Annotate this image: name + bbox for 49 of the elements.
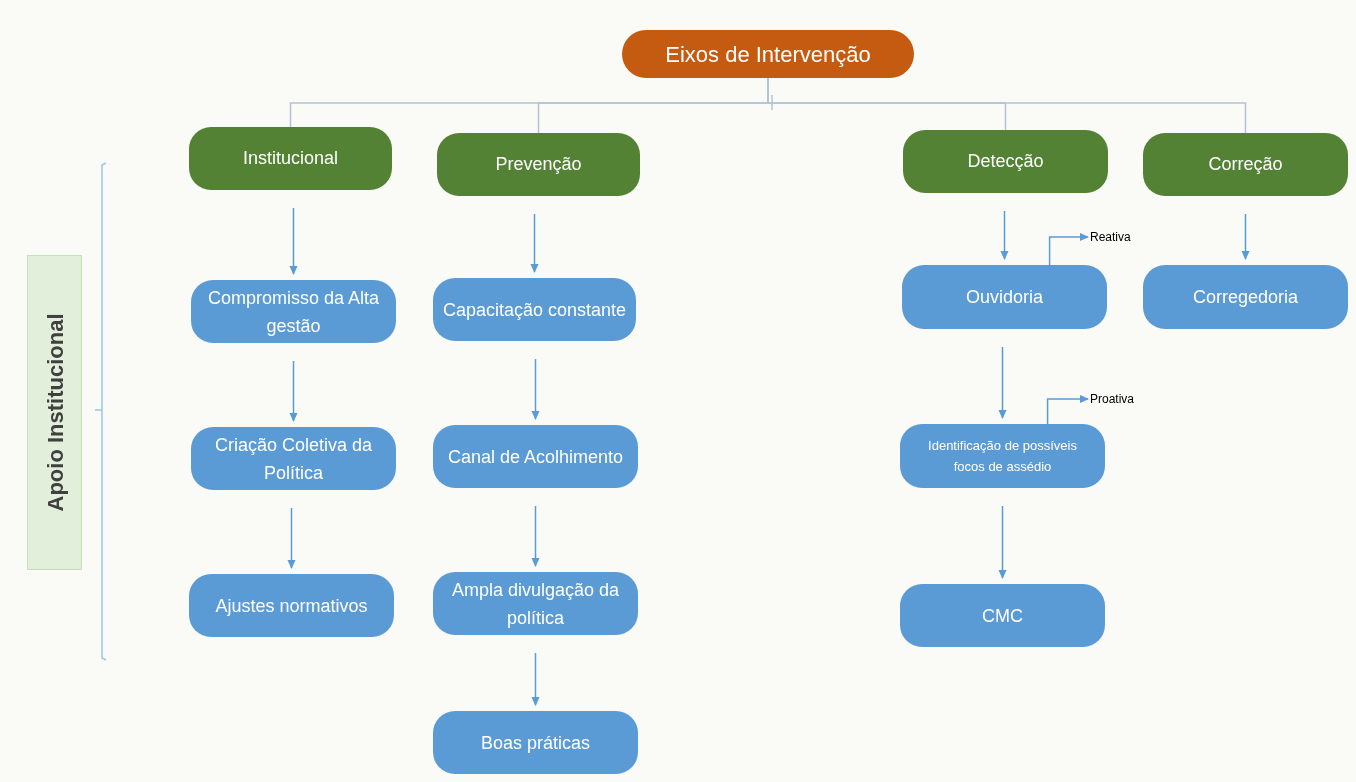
arrow [998, 346, 1007, 419]
node-label: Correção [1208, 153, 1283, 176]
node-label: Ouvidoria [965, 286, 1043, 309]
vertical-label: Apoio Institucional [41, 313, 69, 512]
arrow [1046, 395, 1089, 425]
node-label: Institucional [242, 147, 339, 170]
category-pill [903, 130, 1108, 193]
note-text: Reativa [1090, 229, 1131, 246]
root-pill [622, 30, 914, 78]
node-label: Capacitação constante [442, 298, 627, 322]
process-box [900, 424, 1105, 488]
arrow [531, 358, 540, 420]
process-box [191, 427, 396, 490]
node-label: Identificação de possíveis focos de assédio [927, 437, 1078, 476]
node-label: Prevenção [495, 153, 582, 176]
node-label: Corregedoria [1192, 286, 1299, 309]
process-box [191, 280, 396, 343]
process-box [433, 278, 636, 341]
node-label: Canal de Acolhimento [447, 445, 624, 469]
process-box [433, 572, 638, 635]
process-box [902, 265, 1107, 329]
node-label: Compromisso da Alta gestão [206, 286, 381, 338]
arrow [289, 360, 298, 422]
process-box [900, 584, 1105, 647]
side-label-box [27, 255, 82, 570]
node-label: Eixos de Intervenção [665, 40, 871, 69]
category-pill [189, 127, 392, 190]
category-pill [1143, 133, 1348, 196]
process-box [1143, 265, 1348, 329]
arrow [531, 652, 540, 706]
arrow [530, 213, 539, 273]
arrow [998, 505, 1007, 579]
arrow [287, 507, 296, 569]
process-box [433, 425, 638, 488]
arrow [1000, 210, 1009, 260]
node-label: Ampla divulgação da política [450, 578, 621, 630]
category-pill [437, 133, 640, 196]
node-label: Ajustes normativos [215, 594, 368, 618]
node-label: Boas práticas [480, 731, 591, 755]
process-box [433, 711, 638, 774]
node-label: Detecção [967, 150, 1044, 173]
arrow [1048, 233, 1089, 266]
node-label: CMC [982, 604, 1023, 628]
note-text: Proativa [1090, 391, 1135, 408]
process-box [189, 574, 394, 637]
node-label: Criação Coletiva da Política [213, 433, 374, 485]
arrow [531, 505, 540, 567]
arrow [1241, 213, 1250, 260]
arrow [289, 207, 298, 275]
